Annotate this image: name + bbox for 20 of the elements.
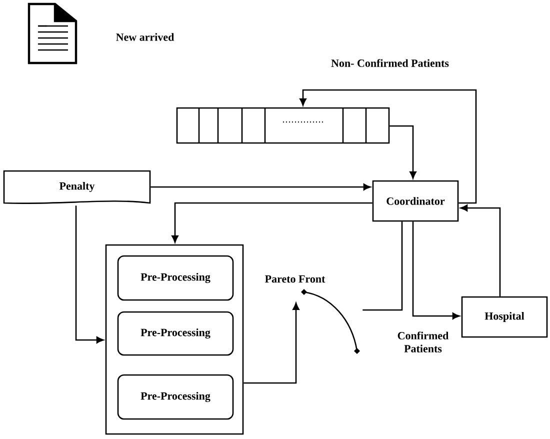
arrow (150, 184, 371, 190)
rounded-box: Pre-Processing (117, 374, 234, 420)
edge-label: Confirmed Patients (398, 332, 449, 352)
process-box: Coordinator (372, 180, 459, 222)
curve-label: Pareto Front (265, 275, 326, 283)
process-box: Hospital (461, 296, 548, 338)
arrow (172, 202, 372, 243)
arrow (300, 89, 477, 204)
caption-text: New arrived (116, 33, 174, 41)
arrow (412, 222, 460, 320)
arrow (244, 302, 300, 384)
rounded-box: Pre-Processing (117, 255, 234, 301)
rounded-box: Pre-Processing (117, 311, 234, 356)
arrow (390, 125, 416, 179)
pareto-curve (301, 289, 360, 354)
queue-box (176, 107, 390, 144)
arrow (75, 206, 104, 344)
process-box (105, 244, 244, 435)
edge-label: Non- Confirmed Patients (331, 59, 449, 67)
arrow (460, 204, 501, 296)
